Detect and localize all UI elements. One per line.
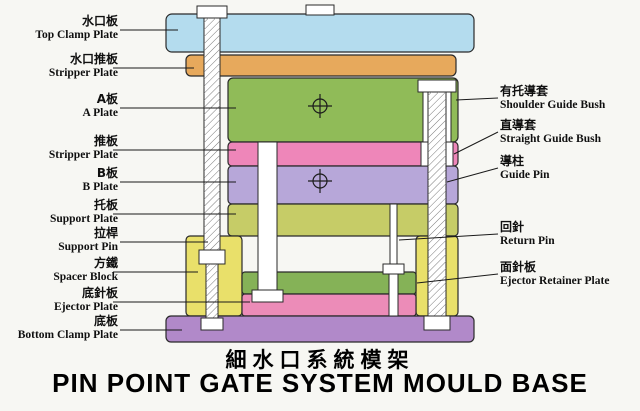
label-en: Stripper Plate bbox=[48, 67, 118, 79]
leader-shoulder-guide-bush bbox=[455, 97, 499, 101]
label-en: Spacer Block bbox=[53, 271, 118, 283]
label-top-clamp-plate: 水口板 Top Clamp Plate bbox=[0, 14, 118, 42]
label-en: A Plate bbox=[82, 107, 118, 119]
return-pin-head-shape bbox=[382, 263, 405, 275]
title-english: PIN POINT GATE SYSTEM MOULD BASE bbox=[52, 368, 588, 398]
label-ejector-plate: 底針板 Ejector Plate bbox=[0, 286, 118, 314]
label-support-plate: 托板 Support Plate bbox=[0, 198, 118, 226]
label-guide-pin: 導柱 Guide Pin bbox=[500, 154, 550, 182]
register-mark-lower-icon bbox=[308, 169, 332, 193]
guide-pin-head-shape bbox=[423, 315, 451, 331]
label-cn: 水口板 bbox=[81, 14, 118, 28]
label-cn: 水口推板 bbox=[69, 52, 118, 66]
support-pin-shaft-hatch bbox=[204, 18, 220, 250]
label-cn: 方鐵 bbox=[93, 256, 118, 270]
label-cn: 面針板 bbox=[500, 260, 537, 274]
sprue-bush-shape bbox=[305, 4, 335, 16]
label-spacer-block: 方鐵 Spacer Block bbox=[0, 256, 118, 284]
label-en: Stripper Plate bbox=[48, 149, 118, 161]
label-en: Return Pin bbox=[500, 235, 555, 247]
runner-stripper-plate-shape bbox=[185, 54, 457, 77]
guide-pin-shaft-hatch bbox=[428, 92, 446, 316]
label-en: B Plate bbox=[82, 181, 118, 193]
label-a-plate: A板 A Plate bbox=[0, 92, 118, 120]
label-cn: 拉桿 bbox=[93, 226, 118, 240]
label-cn: B板 bbox=[96, 166, 118, 180]
label-en: Guide Pin bbox=[500, 169, 550, 181]
support-pin-cap-shape bbox=[196, 5, 228, 19]
label-shoulder-guide-bush: 有托導套 Shoulder Guide Bush bbox=[500, 84, 605, 112]
label-cn: 回針 bbox=[500, 220, 525, 234]
leader-straight-guide-bush bbox=[453, 131, 499, 155]
label-en: Support Pin bbox=[58, 241, 118, 253]
label-cn: 導柱 bbox=[500, 154, 525, 168]
label-en: Straight Guide Bush bbox=[500, 133, 601, 145]
label-return-pin: 回針 Return Pin bbox=[500, 220, 555, 248]
label-cn: 底針板 bbox=[81, 286, 118, 300]
shoulder-guide-bush-flange-shape bbox=[417, 79, 457, 93]
label-ejector-retainer-plate: 面針板 Ejector Retainer Plate bbox=[500, 260, 609, 288]
support-pin-bolt-head-shape bbox=[200, 317, 224, 331]
label-cn: 推板 bbox=[93, 134, 118, 148]
leader-return-pin bbox=[398, 233, 499, 241]
label-cn: 直導套 bbox=[500, 118, 537, 132]
label-en: Ejector Retainer Plate bbox=[500, 275, 610, 287]
label-runner-stripper-plate: 水口推板 Stripper Plate bbox=[0, 52, 118, 80]
return-pin-body-shape bbox=[388, 273, 399, 317]
bottom-clamp-plate-shape bbox=[165, 315, 475, 343]
label-en: Bottom Clamp Plate bbox=[17, 329, 118, 341]
leader-ejector-retainer-plate bbox=[416, 273, 499, 284]
support-pin-collar-shape bbox=[198, 249, 226, 265]
label-cn: A板 bbox=[96, 92, 118, 106]
title-chinese: 細水口系統模架 bbox=[225, 348, 415, 372]
label-en: Shoulder Guide Bush bbox=[500, 99, 606, 111]
label-en: Ejector Plate bbox=[54, 301, 118, 313]
label-cn: 有托導套 bbox=[500, 84, 549, 98]
label-straight-guide-bush: 直導套 Straight Guide Bush bbox=[500, 118, 601, 146]
center-pillar-shape bbox=[257, 141, 278, 291]
return-pin-rod-shape bbox=[389, 203, 398, 265]
label-stripper-plate: 推板 Stripper Plate bbox=[0, 134, 118, 162]
label-en: Support Plate bbox=[49, 213, 118, 225]
leader-guide-pin bbox=[446, 167, 499, 183]
label-en: Top Clamp Plate bbox=[35, 29, 118, 41]
support-pin-lower-shaft-hatch bbox=[206, 264, 218, 318]
register-mark-upper-icon bbox=[308, 94, 332, 118]
center-pillar-head-shape bbox=[251, 289, 284, 303]
label-support-pin: 拉桿 Support Pin bbox=[0, 226, 118, 254]
label-cn: 底板 bbox=[93, 314, 118, 328]
label-cn: 托板 bbox=[93, 198, 118, 212]
support-plate-shape bbox=[227, 203, 459, 237]
leader-lines bbox=[113, 29, 499, 331]
label-b-plate: B板 B Plate bbox=[0, 166, 118, 194]
label-bottom-clamp-plate: 底板 Bottom Clamp Plate bbox=[0, 314, 118, 342]
